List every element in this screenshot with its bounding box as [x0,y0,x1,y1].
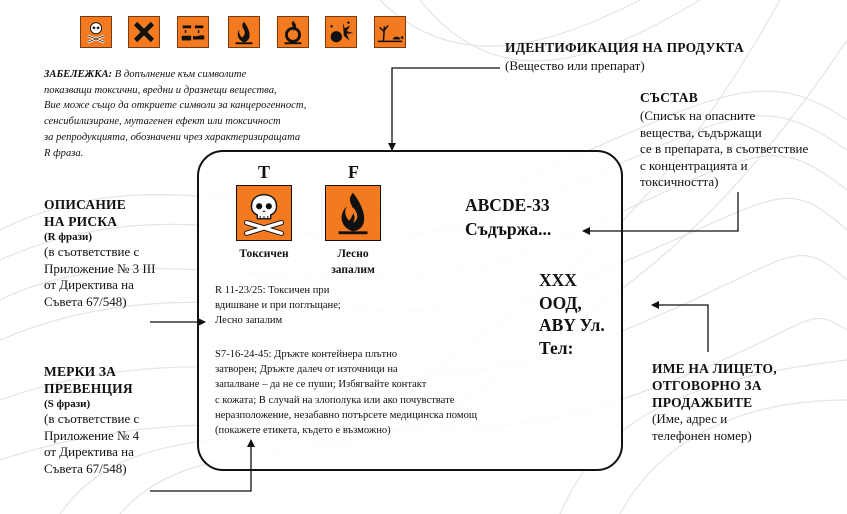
composition-line: (Списък на опасните [640,108,756,123]
product-id-title: ИДЕНТИФИКАЦИЯ НА ПРОДУКТА [505,40,744,55]
skull-crossbones-icon [236,185,292,241]
company-line: Тел: [539,337,574,358]
product-name: ABCDE-33 [465,195,550,215]
composition-line: вещества, съдържащи [640,124,762,140]
product-id-subtitle: (Вещество или препарат) [505,58,645,73]
composition-line: се в препарата, в съответствие [640,141,809,156]
composition-text: (Списък на опасните вещества, съдържащи … [640,108,840,191]
note-line: Вие може също да откриете символи за кан… [44,100,307,112]
symbol-f-caption-1: Лесно [337,248,369,260]
symbol-f-caption: Лесно запалим [317,246,389,278]
symbol-f-caption-2: запалим [331,264,375,276]
product-label: T Токсичен F Лесно запалим ABCDE-33 Съдъ… [197,150,623,471]
s-phrases: S7-16-24-45: Дръжте контейнера плътно за… [215,347,545,438]
risk-line: Приложение № 3 III [44,260,156,276]
risk-block: ОПИСАНИЕ НА РИСКА (R фрази) (в съответст… [44,196,155,310]
responsible-line: ОТГОВОРНО ЗА [652,378,762,393]
risk-tag: (R фрази) [44,231,93,243]
oxidizer-icon [277,16,309,48]
s-phrase-line: неразположение, незабавно потърсете меди… [215,409,478,421]
environment-icon [374,16,406,48]
prevention-line: (в съответствие с [44,411,140,426]
flame-icon [228,16,260,48]
risk-title-1: ОПИСАНИЕ [44,197,126,212]
r-phrases: R 11-23/25: Токсичен при вдишване и при … [215,283,341,329]
note-line: показващи токсични, вредни и дразнещи ве… [44,84,277,96]
r-phrase-line: вдишване и при поглъщане; [215,300,341,312]
note-line: В допълнение към символите [114,69,247,80]
prevention-line: Приложение № 4 [44,427,140,443]
note-block: ЗАБЕЛЕЖКА: В допълнение към символите по… [44,67,384,161]
company-line: XXX [539,270,577,290]
r-phrase-line: Лесно запалим [215,315,283,327]
prevention-line: Съвета 67/548) [44,460,127,476]
r-phrase-line: R 11-23/25: Токсичен при [215,285,330,296]
product-contains: Съдържа... [465,219,552,239]
skull-crossbones-icon [80,16,112,48]
note-line: за репродукцията, обозначени чрез характ… [44,131,301,143]
explosive-icon [325,16,357,48]
flame-icon [325,185,381,241]
composition-line: с концентрацията и [640,157,748,173]
responsible-block: ИМЕ НА ЛИЦЕТО, ОТГОВОРНО ЗА ПРОДАЖБИТЕ (… [652,360,777,444]
s-phrase-line: запалване – да не се пуши; Избягвайте ко… [215,379,427,391]
prevention-title-2: ПРЕВЕНЦИЯ [44,381,133,396]
risk-line: (в съответствие с [44,244,140,259]
composition-line: токсичността) [640,174,719,189]
symbol-t-caption: Токсичен [239,248,289,260]
responsible-line: ИМЕ НА ЛИЦЕТО, [652,361,777,376]
note-line: R фраза. [44,147,84,159]
composition-title: СЪСТАВ [640,90,698,105]
s-phrase-line: затворен; Дръжте далеч от източници на [215,364,398,376]
s-phrase-line: (покажете етикета, където е възможно) [215,425,391,437]
responsible-sub: телефонен номер) [652,427,752,443]
responsible-sub: (Име, адрес и [652,411,728,426]
prevention-tag: (S фрази) [44,398,91,410]
s-phrase-line: S7-16-24-45: Дръжте контейнера плътно [215,349,398,360]
s-phrase-line: с кожата; В случай на злополука или ако … [215,394,455,406]
company-line: ABY Ул. [539,315,605,335]
note-line: сенсибилизиране, мутагенен ефект или ток… [44,116,281,128]
company-block: XXX ООД, ABY Ул. Тел: [539,269,605,359]
symbol-t-letter: T [258,162,271,182]
risk-title-2: НА РИСКА [44,214,118,229]
prevention-line: от Директива на [44,444,134,459]
prevention-title-1: МЕРКИ ЗА [44,364,117,379]
symbol-f-letter: F [348,162,359,182]
note-lead: ЗАБЕЛЕЖКА: [44,69,113,80]
risk-line: Съвета 67/548) [44,293,127,309]
corrosive-icon [177,16,209,48]
risk-line: от Директива на [44,277,134,292]
responsible-line: ПРОДАЖБИТЕ [652,395,753,410]
company-line: ООД, [539,292,582,313]
prevention-block: МЕРКИ ЗА ПРЕВЕНЦИЯ (S фрази) (в съответс… [44,363,139,477]
harmful-x-icon [128,16,160,48]
